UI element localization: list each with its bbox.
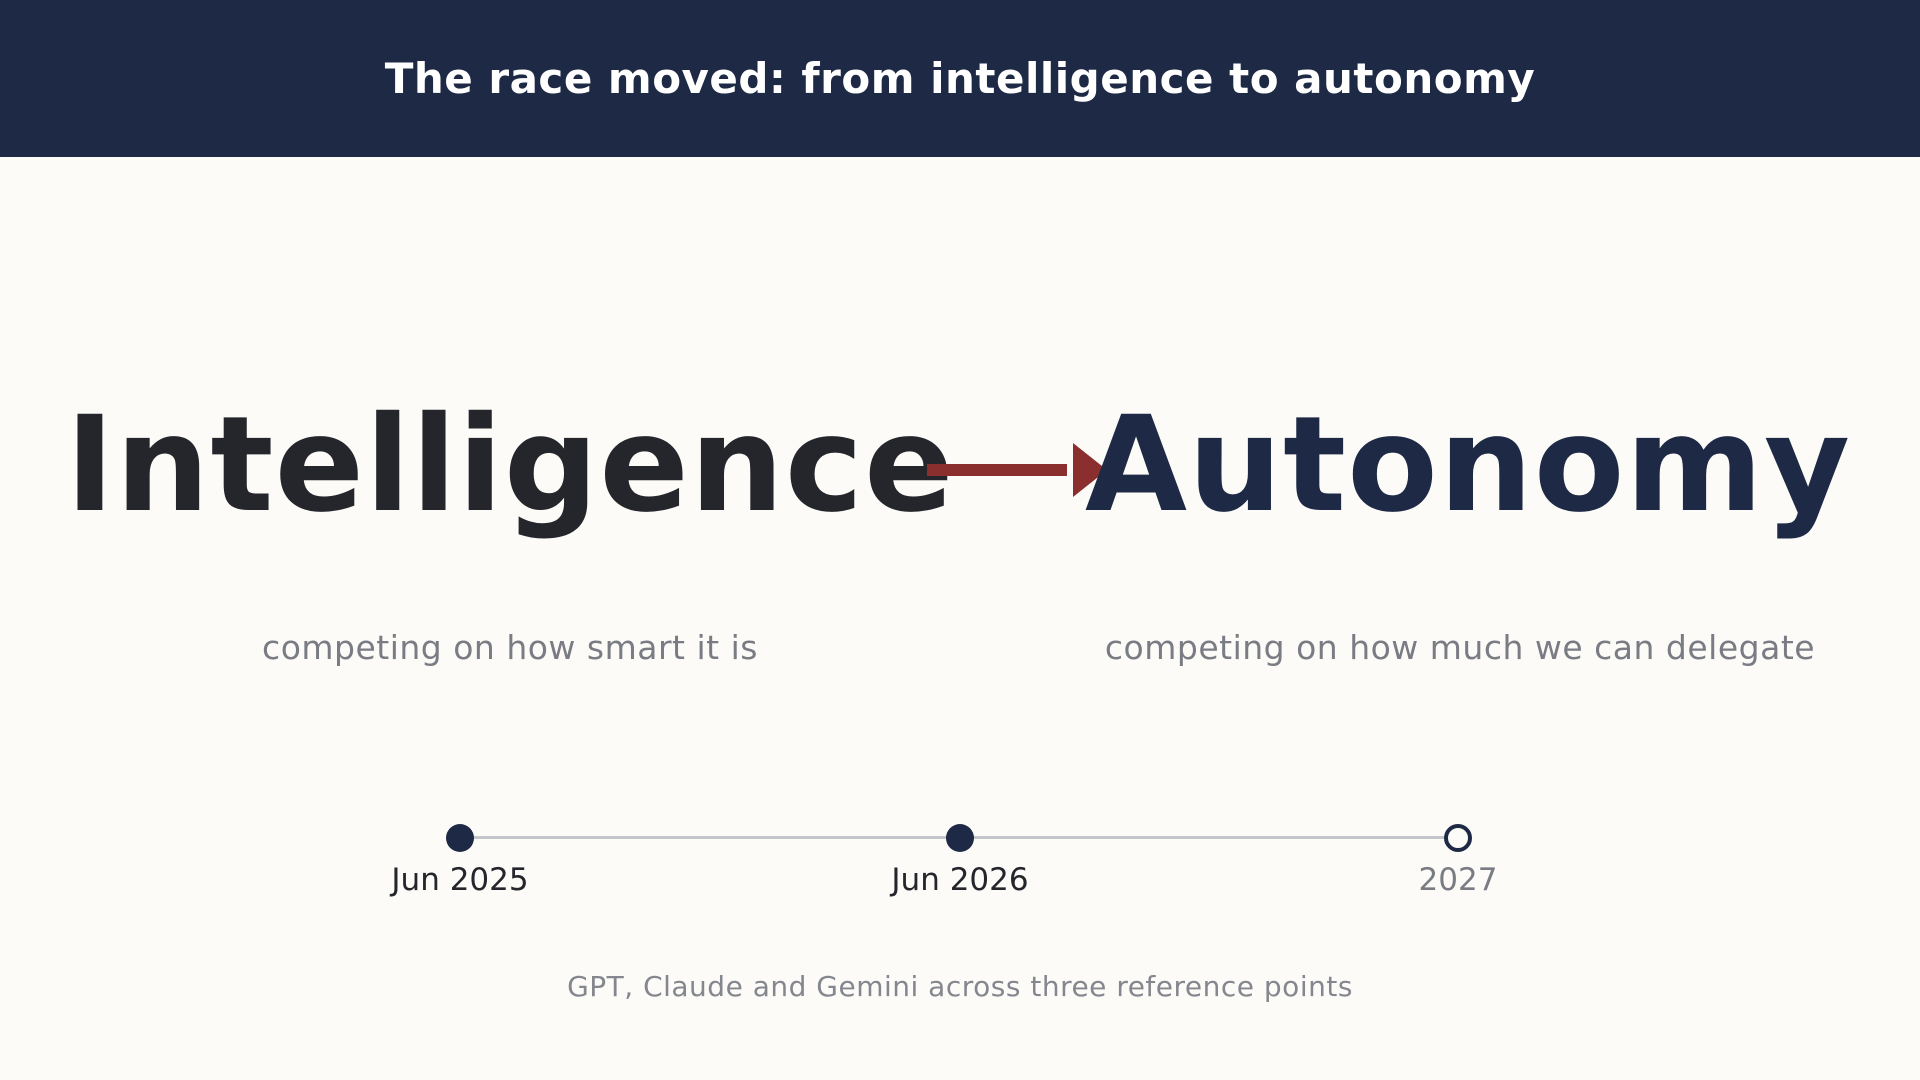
to-word: Autonomy bbox=[1084, 388, 1852, 542]
timeline: Jun 2025 Jun 2026 2027 bbox=[0, 800, 1920, 920]
timeline-label-2: Jun 2026 bbox=[891, 862, 1029, 898]
to-caption: competing on how much we can delegate bbox=[1104, 627, 1816, 667]
page-title: The race moved: from intelligence to aut… bbox=[384, 54, 1536, 103]
timeline-marker-2 bbox=[946, 824, 974, 852]
right-arrow-icon bbox=[927, 443, 1107, 497]
timeline-label-1: Jun 2025 bbox=[391, 862, 529, 898]
timeline-marker-3 bbox=[1444, 824, 1472, 852]
timeline-marker-1 bbox=[446, 824, 474, 852]
footer-caption: GPT, Claude and Gemini across three refe… bbox=[567, 970, 1353, 1003]
header-bar: The race moved: from intelligence to aut… bbox=[0, 0, 1920, 157]
timeline-label-3: 2027 bbox=[1418, 862, 1498, 898]
from-word: Intelligence bbox=[65, 388, 955, 542]
from-caption: competing on how smart it is bbox=[262, 627, 758, 667]
